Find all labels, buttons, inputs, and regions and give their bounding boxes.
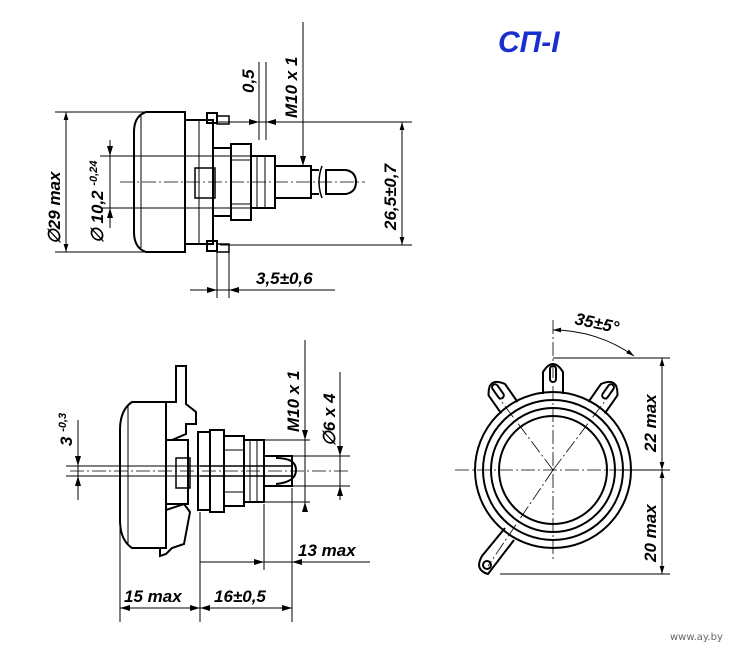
- drawing-title: СП-I: [498, 26, 560, 59]
- top-view: ∅29 max ∅ 10,2 -0,24 0,5 M10 x 1 26,5±0,…: [45, 22, 412, 298]
- dim-thread-side: M10 x 1: [284, 371, 303, 432]
- svg-text:∅ 10,2 -0,24: ∅ 10,2 -0,24: [88, 161, 107, 243]
- dim-body-diameter: ∅29 max: [45, 170, 64, 244]
- front-view: 35±5° 22 max 20 max: [455, 309, 670, 576]
- dim-body-length: 15 max: [124, 587, 183, 606]
- dim-length: 26,5±0,7: [381, 162, 400, 231]
- dim-thickness: 0,5: [239, 69, 258, 93]
- dim-shaft-length: 13 max: [298, 541, 357, 560]
- dim-terminal-offset: 3,5±0,6: [256, 269, 313, 288]
- dim-slot: 3: [57, 436, 76, 446]
- dim-lower: 20 max: [641, 503, 660, 563]
- dim-bushing-length: 16±0,5: [214, 587, 266, 606]
- dim-slot-tolerance: -0,3: [57, 413, 69, 432]
- side-view: 3 -0,3 M10 x 1 ∅6 x 4 13 max 15 ma: [57, 340, 370, 622]
- dim-bushing-diameter-tolerance: -0,24: [88, 161, 100, 186]
- dim-bushing-diameter: ∅ 10,2: [88, 190, 107, 243]
- dim-upper: 22 max: [641, 393, 660, 453]
- svg-text:3 -0,3: 3 -0,3: [57, 413, 76, 446]
- watermark: www.ay.by: [670, 632, 723, 643]
- dim-shaft: ∅6 x 4: [320, 393, 339, 446]
- dim-thread-top: M10 x 1: [282, 57, 301, 118]
